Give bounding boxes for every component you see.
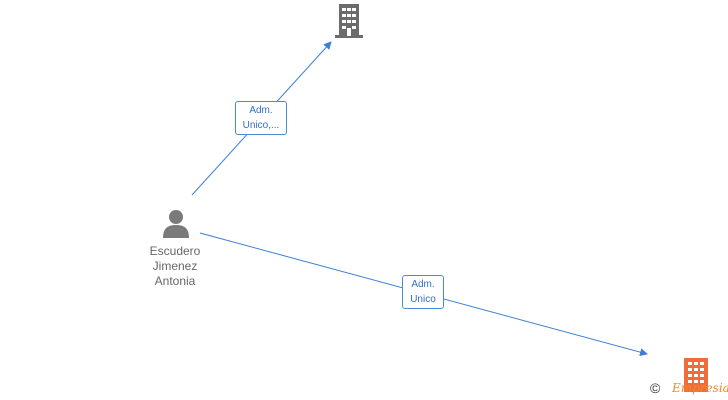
company-node-2[interactable] [682, 357, 710, 397]
edge-label-1[interactable]: Adm. Unico,... [235, 101, 287, 135]
edge-label-line: Unico,... [242, 120, 280, 131]
person-icon [163, 210, 189, 238]
person-name-line: Escudero [149, 244, 201, 258]
building-icon [684, 358, 708, 392]
edge-label-2[interactable]: Adm. Unico [402, 275, 444, 309]
person-name[interactable]: Escudero Jimenez Antonia [130, 244, 220, 289]
edge-label-line: Adm. [411, 279, 435, 290]
person-node[interactable] [162, 209, 190, 239]
edge-label-line: Unico [410, 294, 436, 305]
brand-logo: Empresia [672, 381, 728, 395]
person-name-line: Antonia [154, 274, 196, 288]
edge-label-line: Adm. [249, 105, 273, 116]
company-node-1[interactable] [333, 3, 365, 39]
copyright-symbol: © [650, 380, 661, 396]
person-name-line: Jimenez [152, 259, 198, 273]
building-icon [335, 4, 363, 38]
